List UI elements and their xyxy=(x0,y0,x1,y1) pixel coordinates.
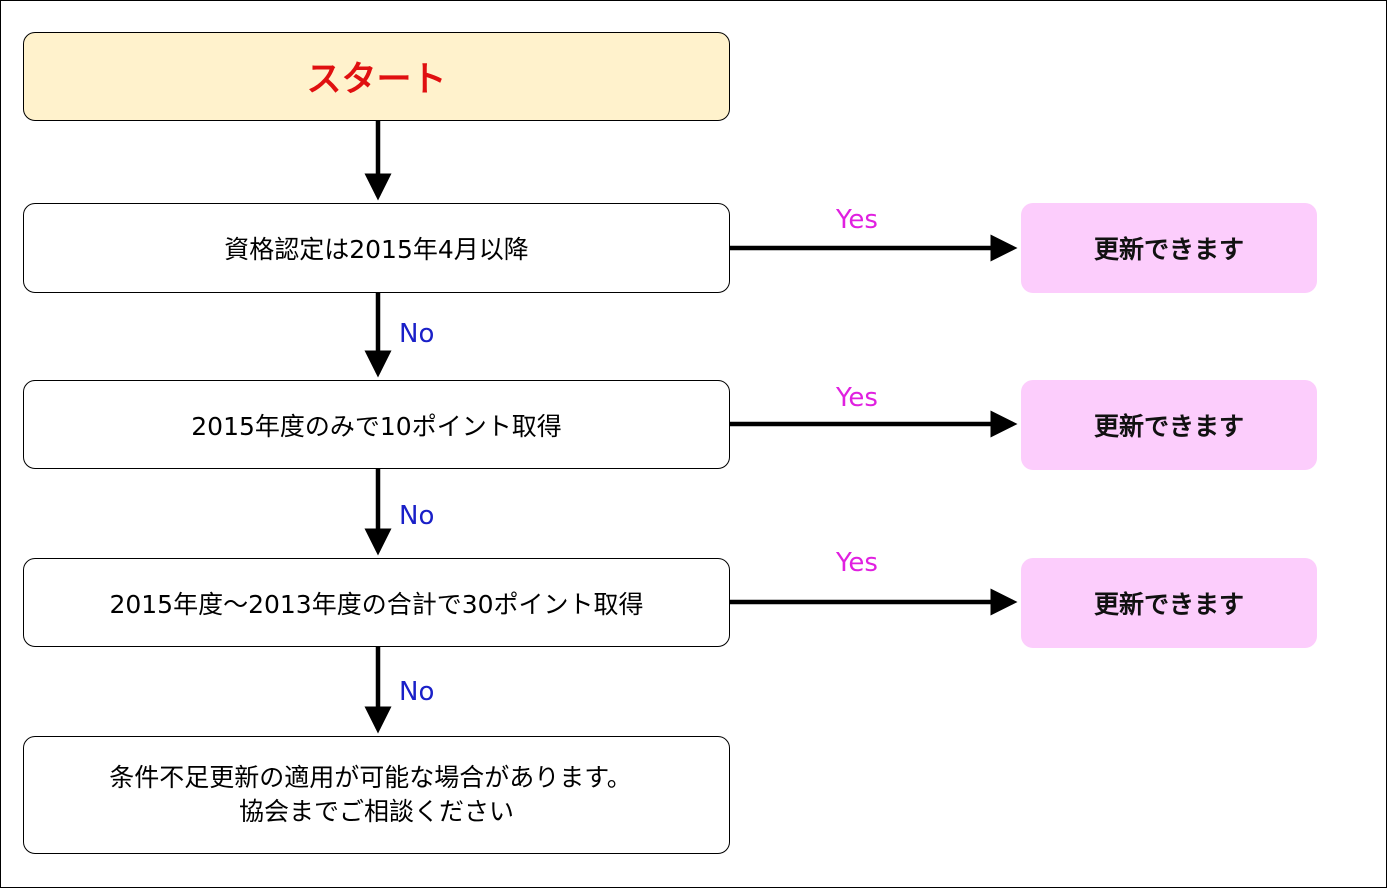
no-label-3: No xyxy=(399,677,435,707)
yes-label-3: Yes xyxy=(836,548,878,578)
end-node: 条件不足更新の適用が可能な場合があります。 協会までご相談ください xyxy=(23,736,730,854)
end-line-1: 条件不足更新の適用が可能な場合があります。 xyxy=(109,762,632,792)
question-2-label: 2015年度のみで10ポイント取得 xyxy=(191,411,562,441)
start-label: スタート xyxy=(306,60,447,100)
end-line-2: 協会までご相談ください xyxy=(238,797,514,826)
question-1-label: 資格認定は2015年4月以降 xyxy=(224,235,529,264)
no-label-1: No xyxy=(399,319,435,349)
result-node-1: 更新できます xyxy=(1021,203,1317,293)
result-2-label: 更新できます xyxy=(1093,412,1244,441)
question-node-1: 資格認定は2015年4月以降 xyxy=(23,203,730,293)
result-1-label: 更新できます xyxy=(1093,235,1244,264)
yes-label-1: Yes xyxy=(836,205,878,235)
result-node-3: 更新できます xyxy=(1021,558,1317,648)
no-label-2: No xyxy=(399,501,435,531)
start-node: スタート xyxy=(23,32,730,121)
result-3-label: 更新できます xyxy=(1093,590,1244,619)
question-node-3: 2015年度～2013年度の合計で30ポイント取得 xyxy=(23,558,730,647)
yes-label-2: Yes xyxy=(836,383,878,413)
question-node-2: 2015年度のみで10ポイント取得 xyxy=(23,380,730,469)
question-3-label: 2015年度～2013年度の合計で30ポイント取得 xyxy=(109,589,644,619)
result-node-2: 更新できます xyxy=(1021,380,1317,470)
